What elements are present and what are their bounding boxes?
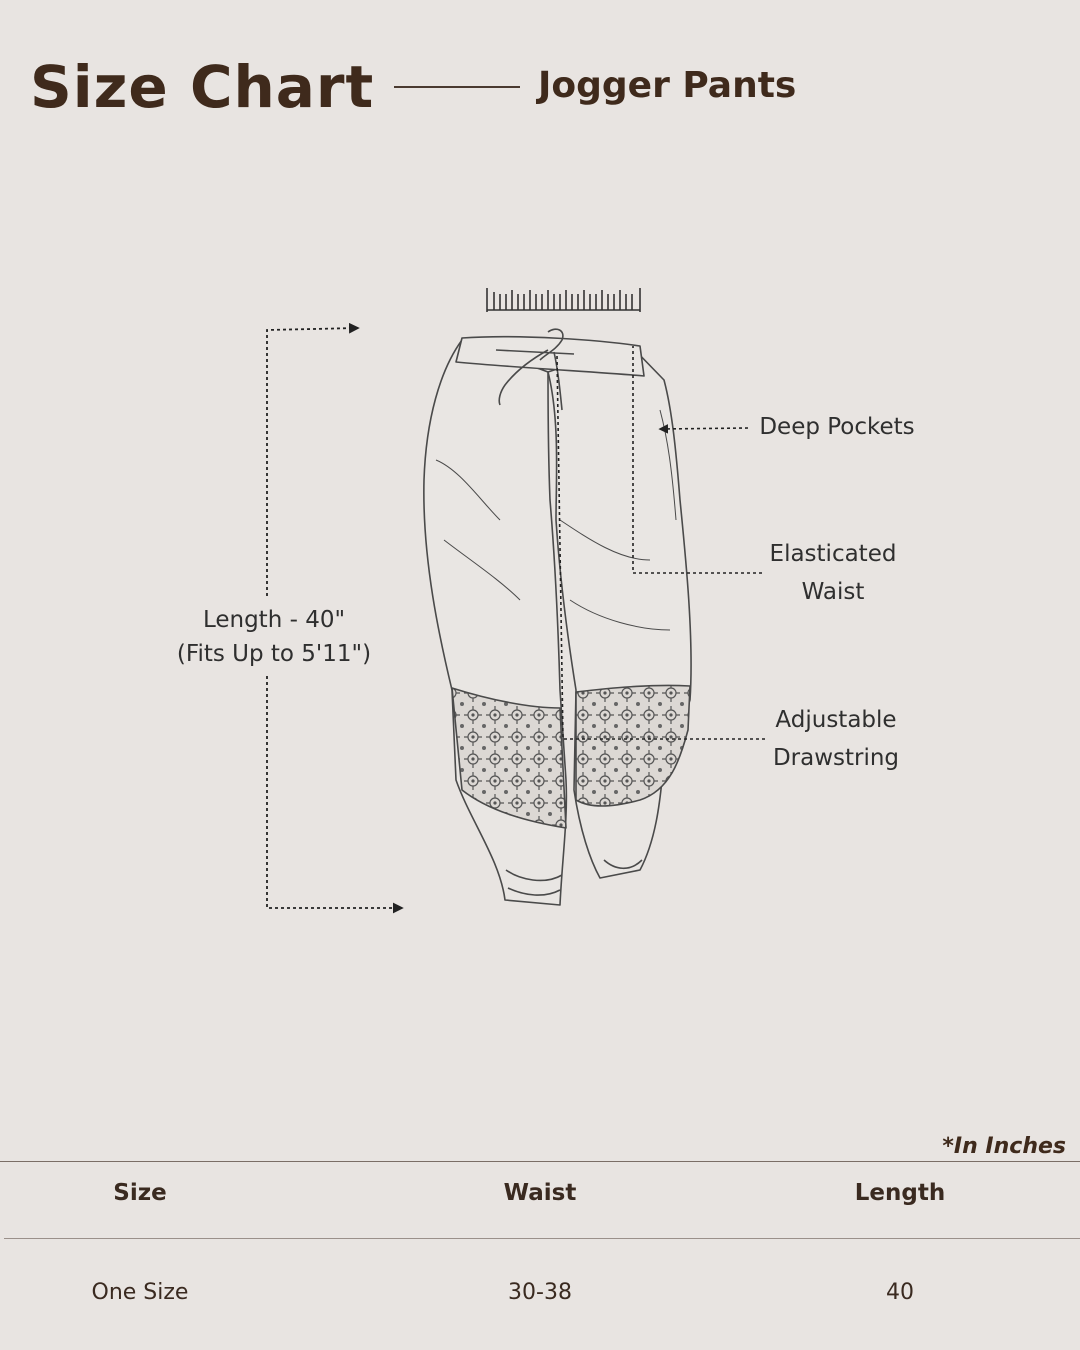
callout-leader-lines (556, 346, 765, 740)
length-dimension-line (266, 322, 404, 914)
table-cell-waist: 30-38 (508, 1280, 572, 1305)
ruler-icon (486, 288, 641, 312)
jogger-pants-diagram (266, 288, 765, 914)
deep-pockets-label: Deep Pockets (759, 414, 915, 440)
pants-sketch (423, 335, 692, 906)
elasticated-waist-label: Elasticated Waist (758, 535, 908, 611)
table-cell-length: 40 (886, 1280, 914, 1305)
title-divider (394, 86, 520, 88)
table-top-rule (0, 1161, 1080, 1162)
table-header-rule (4, 1238, 1080, 1239)
elasticated-waist-line2: Waist (801, 579, 865, 605)
table-header-waist: Waist (503, 1180, 577, 1206)
table-cell-size: One Size (91, 1280, 189, 1305)
length-label-fit: (Fits Up to 5'11") (176, 641, 372, 667)
elasticated-waist-line1: Elasticated (769, 541, 897, 567)
length-label: Length - 40" (Fits Up to 5'11") (172, 601, 376, 673)
product-name: Jogger Pants (538, 65, 797, 106)
adjustable-drawstring-label: Adjustable Drawstring (760, 701, 912, 777)
page-title: Size Chart (30, 53, 375, 121)
units-note: *In Inches (942, 1134, 1066, 1159)
adjustable-drawstring-line1: Adjustable (775, 707, 897, 733)
table-header-length: Length (854, 1180, 946, 1206)
drawstring-icon (495, 328, 575, 411)
length-label-value: Length - 40" (202, 607, 346, 633)
table-header-size: Size (113, 1180, 167, 1206)
adjustable-drawstring-line2: Drawstring (772, 745, 900, 771)
